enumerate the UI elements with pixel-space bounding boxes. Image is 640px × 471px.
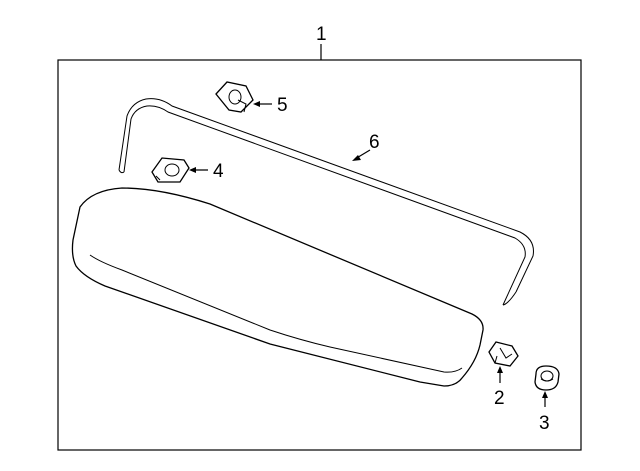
- assembly-frame: [57, 59, 582, 451]
- spoiler-body: [71, 187, 484, 387]
- bracket-part: [215, 81, 254, 113]
- callout-6-label: 6: [369, 132, 380, 153]
- callout-6-arrow: [352, 155, 361, 161]
- callout-3-arrow: [542, 391, 548, 398]
- nut-part: [151, 157, 190, 183]
- callout-1-label: 1: [316, 24, 327, 45]
- callout-5-label: 5: [277, 95, 288, 116]
- grommet-part: [534, 365, 560, 391]
- callout-5-arrow: [253, 101, 260, 107]
- callout-2-label: 2: [494, 388, 505, 409]
- callout-4-label: 4: [213, 161, 224, 182]
- clip-part: [488, 341, 519, 367]
- callout-4-arrow: [189, 167, 196, 173]
- seal-strip: [118, 98, 534, 306]
- callout-3-label: 3: [539, 413, 550, 434]
- callout-2-arrow: [497, 366, 503, 373]
